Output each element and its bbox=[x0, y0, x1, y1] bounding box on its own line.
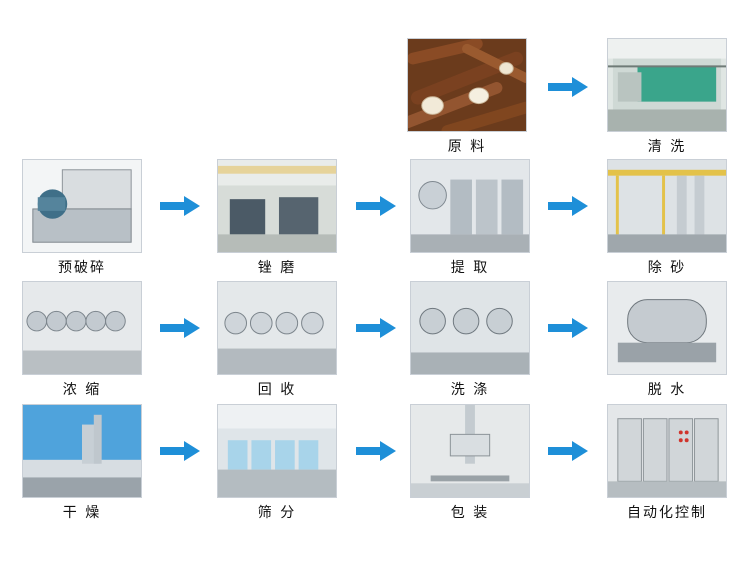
step-label-packing: 包 装 bbox=[450, 505, 490, 521]
step-raw-material: 原 料 bbox=[407, 38, 527, 158]
vacuum-filter-photo bbox=[607, 281, 727, 375]
step-washing: 清 洗 bbox=[607, 38, 727, 158]
flow-arrow-6 bbox=[356, 318, 396, 338]
extraction-sieves-photo bbox=[410, 159, 530, 253]
step-sieving: 筛 分 bbox=[217, 404, 337, 524]
flow-arrow-9 bbox=[356, 441, 396, 461]
step-label-washing: 清 洗 bbox=[647, 139, 687, 155]
washing-cyclones-photo bbox=[410, 281, 530, 375]
washing-machine-photo bbox=[607, 38, 727, 132]
step-label-hammer-mill: 锉 磨 bbox=[257, 260, 297, 276]
flow-arrow-7 bbox=[548, 318, 588, 338]
step-label-extraction: 提 取 bbox=[450, 260, 490, 276]
step-label-concentration: 浓 缩 bbox=[62, 382, 102, 398]
recovery-cyclones-photo bbox=[217, 281, 337, 375]
step-pre-crushing: 预破碎 bbox=[22, 159, 142, 279]
step-extraction: 提 取 bbox=[410, 159, 530, 279]
step-dewatering: 脱 水 bbox=[607, 281, 727, 401]
desander-photo bbox=[607, 159, 727, 253]
step-washing-2: 洗 涤 bbox=[410, 281, 530, 401]
step-label-raw-material: 原 料 bbox=[447, 139, 487, 155]
step-label-washing-2: 洗 涤 bbox=[450, 382, 490, 398]
step-concentration: 浓 缩 bbox=[22, 281, 142, 401]
drying-tower-photo bbox=[22, 404, 142, 498]
flow-arrow-1 bbox=[548, 77, 588, 97]
pre-crusher-photo bbox=[22, 159, 142, 253]
flow-arrow-3 bbox=[356, 196, 396, 216]
flow-arrow-4 bbox=[548, 196, 588, 216]
step-label-automation: 自动化控制 bbox=[627, 505, 707, 521]
step-desanding: 除 砂 bbox=[607, 159, 727, 279]
packing-machine-photo bbox=[410, 404, 530, 498]
step-recovery: 回 收 bbox=[217, 281, 337, 401]
step-label-sieving: 筛 分 bbox=[257, 505, 297, 521]
flow-arrow-5 bbox=[160, 318, 200, 338]
flow-arrow-2 bbox=[160, 196, 200, 216]
step-hammer-mill: 锉 磨 bbox=[217, 159, 337, 279]
step-label-drying: 干 燥 bbox=[62, 505, 102, 521]
step-label-recovery: 回 收 bbox=[257, 382, 297, 398]
sieving-machines-photo bbox=[217, 404, 337, 498]
step-label-dewatering: 脱 水 bbox=[647, 382, 687, 398]
flow-arrow-10 bbox=[548, 441, 588, 461]
control-cabinets-photo bbox=[607, 404, 727, 498]
step-automation: 自动化控制 bbox=[607, 404, 727, 524]
rasper-photo bbox=[217, 159, 337, 253]
step-label-desanding: 除 砂 bbox=[647, 260, 687, 276]
cassava-roots-photo bbox=[407, 38, 527, 132]
step-packing: 包 装 bbox=[410, 404, 530, 524]
step-drying: 干 燥 bbox=[22, 404, 142, 524]
step-label-pre-crushing: 预破碎 bbox=[58, 260, 106, 276]
flow-arrow-8 bbox=[160, 441, 200, 461]
concentrators-photo bbox=[22, 281, 142, 375]
